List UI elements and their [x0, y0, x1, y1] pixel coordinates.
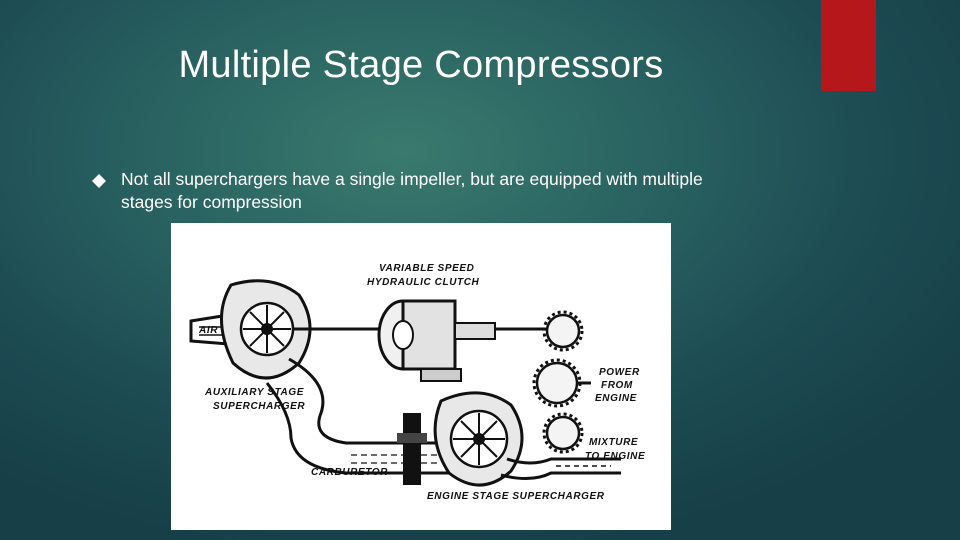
label-clutch-2: HYDRAULIC CLUTCH — [367, 277, 480, 288]
label-engine-stage: ENGINE STAGE SUPERCHARGER — [427, 491, 605, 502]
output-duct — [500, 457, 621, 480]
gear-train — [535, 313, 581, 451]
label-power-1: POWER — [599, 367, 640, 378]
accent-bar — [821, 0, 876, 91]
label-clutch-1: VARIABLE SPEED — [379, 263, 474, 274]
label-mixture-1: MIXTURE — [589, 437, 638, 448]
diagram-drawing: VARIABLE SPEED HYDRAULIC CLUTCH AIR AUXI… — [189, 263, 645, 502]
transfer-duct — [288, 357, 461, 445]
label-air: AIR — [198, 325, 218, 336]
label-aux-1: AUXILIARY STAGE — [204, 387, 304, 398]
label-power-3: ENGINE — [595, 393, 637, 404]
label-mixture-2: TO ENGINE — [585, 451, 645, 462]
diamond-bullet-icon — [92, 174, 106, 188]
label-aux-2: SUPERCHARGER — [213, 401, 305, 412]
label-carburetor: CARBURETOR — [311, 467, 388, 478]
supercharger-diagram: VARIABLE SPEED HYDRAULIC CLUTCH AIR AUXI… — [171, 223, 671, 530]
label-power-2: FROM — [601, 380, 633, 391]
bullet-text: Not all superchargers have a single impe… — [121, 169, 703, 212]
carburetor — [403, 413, 421, 485]
slide-title: Multiple Stage Compressors — [178, 44, 664, 86]
